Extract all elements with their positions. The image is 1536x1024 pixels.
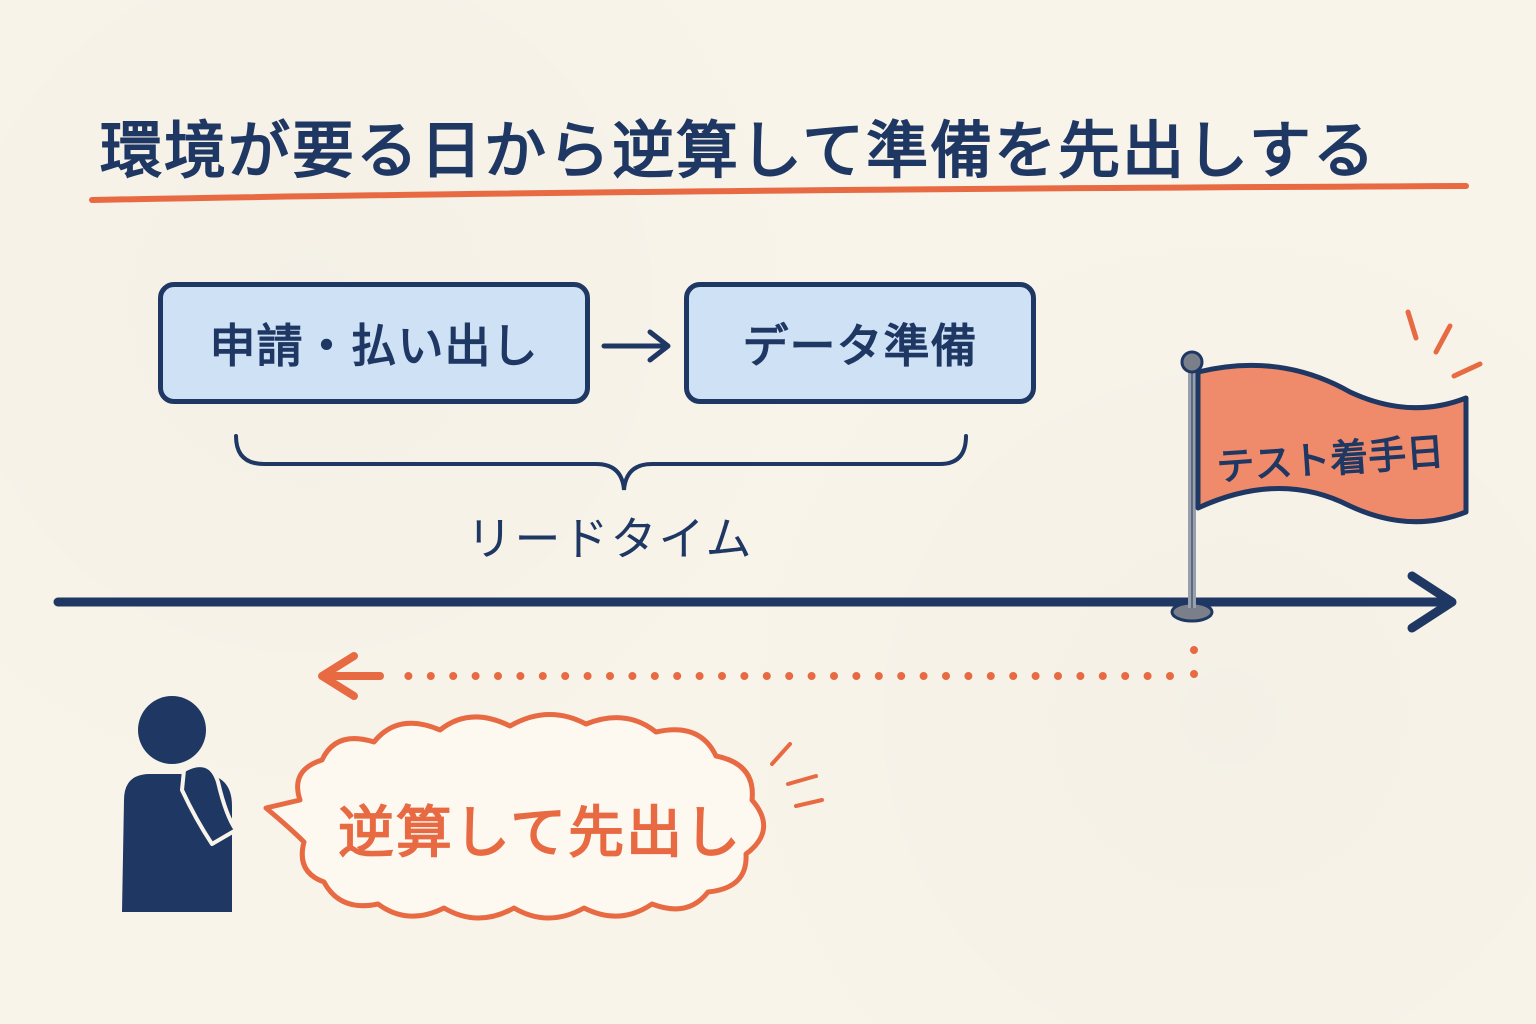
- title-underline: [89, 183, 1469, 203]
- flag-sparkle-1: [1405, 309, 1419, 341]
- bubble-sparkle-3: [794, 798, 824, 808]
- step-box-application: 申請・払い出し: [158, 282, 590, 404]
- milestone-flag: [1195, 362, 1469, 525]
- speech-label: 逆算して先出し: [337, 801, 743, 866]
- flag-sparkle-3: [1451, 361, 1483, 379]
- step-connector-arrowhead: [647, 329, 671, 363]
- step-box-data-preparation: データ準備: [684, 282, 1036, 404]
- flag-pole-cap: [1180, 350, 1204, 374]
- speech-bubble: [263, 712, 767, 921]
- page-title: 環境が要る日から逆算して準備を先出しする: [100, 114, 1377, 187]
- bubble-sparkle-2: [786, 774, 818, 786]
- lead-time-label: リードタイム: [466, 512, 754, 566]
- bubble-sparkle-1: [770, 742, 792, 766]
- timeline-arrowhead: [1407, 571, 1457, 633]
- lead-time-brace: [234, 434, 968, 491]
- flag-sparkle-2: [1433, 323, 1453, 355]
- person-icon: [122, 696, 238, 912]
